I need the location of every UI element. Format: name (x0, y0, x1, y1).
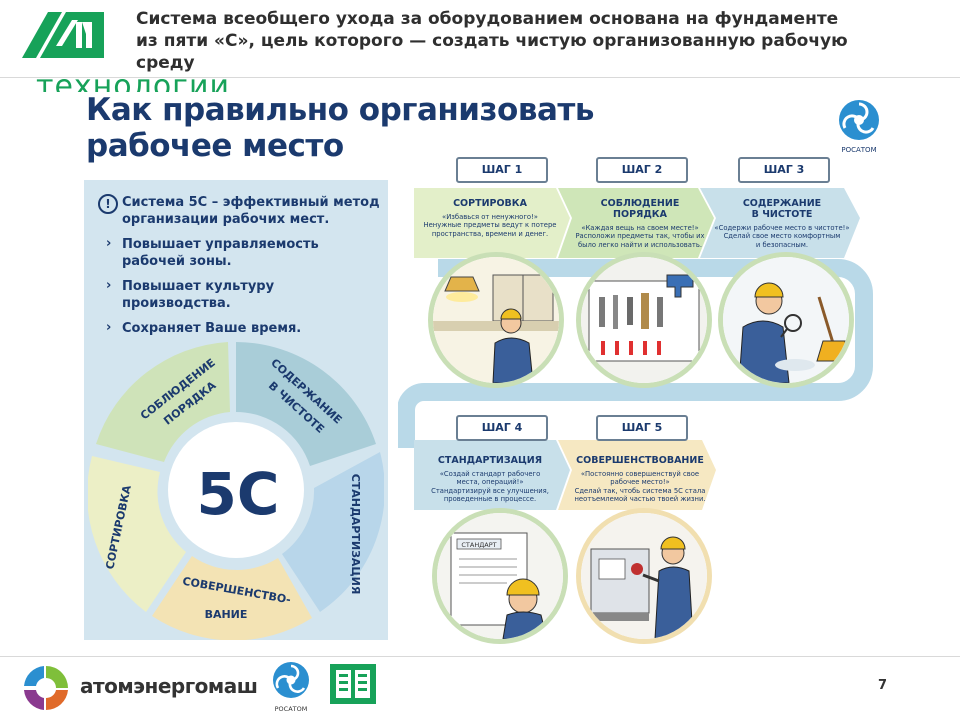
standard-board-illustration: СТАНДАРТ (437, 513, 563, 639)
step3-desc: «Содержи рабочее место в чистоте!» Сдела… (714, 224, 850, 249)
step5-desc: «Постоянно совершенствуй свое рабочее ме… (574, 470, 706, 504)
slide-title: Система всеобщего ухода за оборудованием… (136, 9, 848, 73)
wheel-center-label: 5С (197, 460, 280, 528)
step4-illustration: СТАНДАРТ (432, 508, 568, 644)
step4-tab: ШАГ 4 (456, 415, 548, 441)
step1-title: СОРТИРОВКА (453, 198, 527, 209)
slide-header: Система всеобщего ухода за оборудованием… (0, 0, 960, 78)
step1-illustration (428, 252, 564, 388)
step4-desc: «Создай стандарт рабочего места, операци… (431, 470, 549, 504)
wheel-segment-standard (282, 452, 384, 612)
step2-desc: «Каждая вещь на своем месте!» Расположи … (575, 224, 705, 249)
wheel-segment-order (96, 342, 230, 462)
step1-tab: ШАГ 1 (456, 157, 548, 183)
poster-title: Как правильно организовать рабочее место (86, 92, 594, 164)
step2-illustration (576, 252, 712, 388)
step4-band (414, 440, 570, 510)
book-logo-icon (330, 664, 376, 704)
worker-cleaning-illustration (723, 257, 849, 383)
step1-desc: «Избавься от ненужного!» Ненужные предме… (423, 213, 557, 238)
step4-title: СТАНДАРТИЗАЦИЯ (437, 455, 543, 466)
wheel-center (168, 422, 304, 558)
exclamation-icon: ! (98, 194, 118, 214)
chevron-right-icon: › (106, 278, 112, 293)
company-logo (22, 12, 104, 58)
flow-path (398, 259, 873, 448)
step1-band (414, 188, 570, 258)
step3-title: СОДЕРЖАНИЕ В ЧИСТОТЕ (742, 198, 822, 220)
step5-tab: ШАГ 5 (596, 415, 688, 441)
tech-watermark-text: технологии (36, 70, 230, 92)
footer-brand-name: атомэнергомаш (80, 674, 258, 698)
wheel-label-standard: СТАНДАРТИЗАЦИЯ (349, 474, 362, 595)
tool-board-illustration (581, 257, 707, 383)
rosatom-logo: РОСАТОМ (839, 100, 879, 154)
wheel-label-improve: ВАНИЕ (205, 608, 248, 621)
step5-illustration (576, 508, 712, 644)
steps-flow (398, 188, 873, 510)
wheel-segment-sort (88, 456, 186, 612)
wheel-segment-improve (152, 556, 312, 640)
chevron-right-icon: › (106, 320, 112, 335)
step3-tab: ШАГ 3 (738, 157, 830, 183)
atomenergomash-logo-icon (24, 666, 68, 711)
step2-tab: ШАГ 2 (596, 157, 688, 183)
step2-title: СОБЛЮДЕНИЕ ПОРЯДКА (600, 198, 680, 220)
standard-board-label: СТАНДАРТ (461, 541, 496, 549)
five-s-wheel: 5С СОБЛЮДЕНИЕ ПОРЯДКА СОДЕРЖАНИЕ В ЧИСТО… (88, 342, 384, 640)
worker-cabinet-illustration (433, 257, 559, 383)
worker-machine-illustration (581, 513, 707, 639)
chevron-right-icon: › (106, 236, 112, 251)
slide-footer (0, 656, 960, 720)
wheel-segment-clean (236, 342, 376, 466)
rosatom-footer-label: РОСАТОМ (275, 705, 308, 713)
step5-band (558, 440, 716, 510)
rosatom-footer-logo: РОСАТОМ (273, 662, 309, 713)
rosatom-logo-label: РОСАТОМ (841, 146, 876, 154)
step5-title: СОВЕРШЕНСТВОВАНИЕ (576, 455, 704, 466)
step3-illustration (718, 252, 854, 388)
info-box: ! Система 5С – эффективный метод организ… (92, 186, 382, 342)
page-number: 7 (878, 678, 888, 693)
step3-band (700, 188, 860, 258)
step2-band (558, 188, 714, 258)
